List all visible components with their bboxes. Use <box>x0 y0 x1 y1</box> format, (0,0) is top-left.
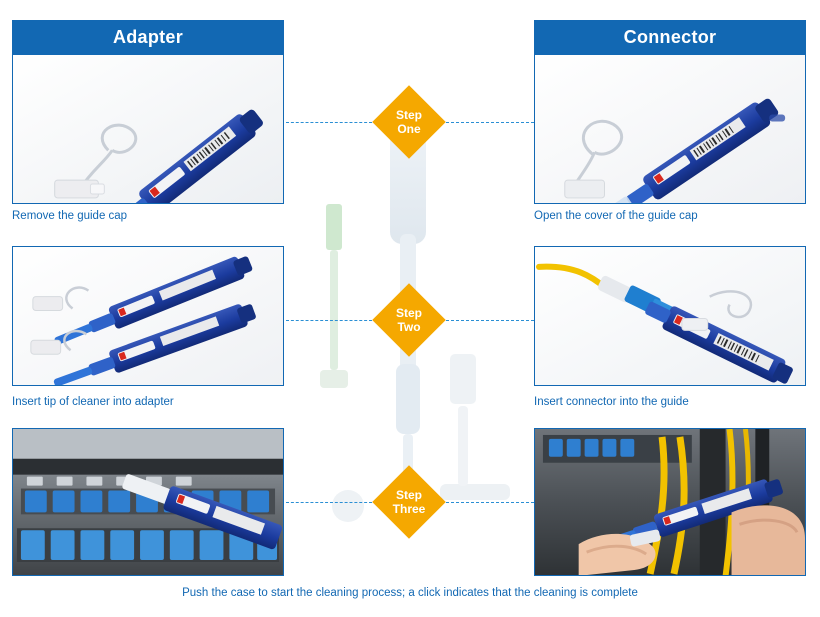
step-two-label: Step Two <box>372 283 446 357</box>
step-two-line2: Two <box>397 320 421 334</box>
step-one-line2: One <box>397 122 421 136</box>
photo-connector-step-one-art <box>535 55 805 203</box>
step-three-label: Step Three <box>372 465 446 539</box>
photo-adapter-step-two <box>12 246 284 386</box>
step-two-marker: Step Two <box>372 283 446 357</box>
connector-line-step1-right <box>446 122 534 123</box>
photo-adapter-step-one <box>12 54 284 204</box>
step-three-line2: Three <box>392 502 426 516</box>
column-header-adapter: Adapter <box>12 20 284 54</box>
column-header-connector-label: Connector <box>623 26 717 47</box>
photo-adapter-step-two-art <box>13 247 283 385</box>
connector-line-step3-right <box>446 502 534 503</box>
photo-adapter-step-one-art <box>13 55 283 203</box>
connector-line-step2-left <box>286 320 372 321</box>
photo-connector-step-two-art <box>535 247 805 385</box>
photo-connector-step-three-art <box>535 429 805 575</box>
connector-line-step1-left <box>286 122 372 123</box>
caption-final-step: Push the case to start the cleaning proc… <box>182 587 638 599</box>
connector-line-step3-left <box>286 502 372 503</box>
photo-connector-step-three <box>534 428 806 576</box>
step-one-label: Step One <box>372 85 446 159</box>
photo-connector-step-one <box>534 54 806 204</box>
step-two-line1: Step <box>395 306 422 320</box>
step-three-line1: Step <box>395 488 422 502</box>
caption-connector-step-two: Insert connector into the guide <box>534 396 689 408</box>
caption-adapter-step-two: Insert tip of cleaner into adapter <box>12 396 174 408</box>
photo-adapter-step-three-art <box>13 429 283 575</box>
step-one-line1: Step <box>395 108 422 122</box>
caption-adapter-step-one: Remove the guide cap <box>12 210 128 222</box>
column-header-adapter-label: Adapter <box>112 26 184 47</box>
column-header-connector: Connector <box>534 20 806 54</box>
step-three-marker: Step Three <box>372 465 446 539</box>
connector-line-step2-right <box>446 320 534 321</box>
photo-adapter-step-three <box>12 428 284 576</box>
step-one-marker: Step One <box>372 85 446 159</box>
caption-connector-step-one: Open the cover of the guide cap <box>534 210 698 222</box>
photo-connector-step-two <box>534 246 806 386</box>
